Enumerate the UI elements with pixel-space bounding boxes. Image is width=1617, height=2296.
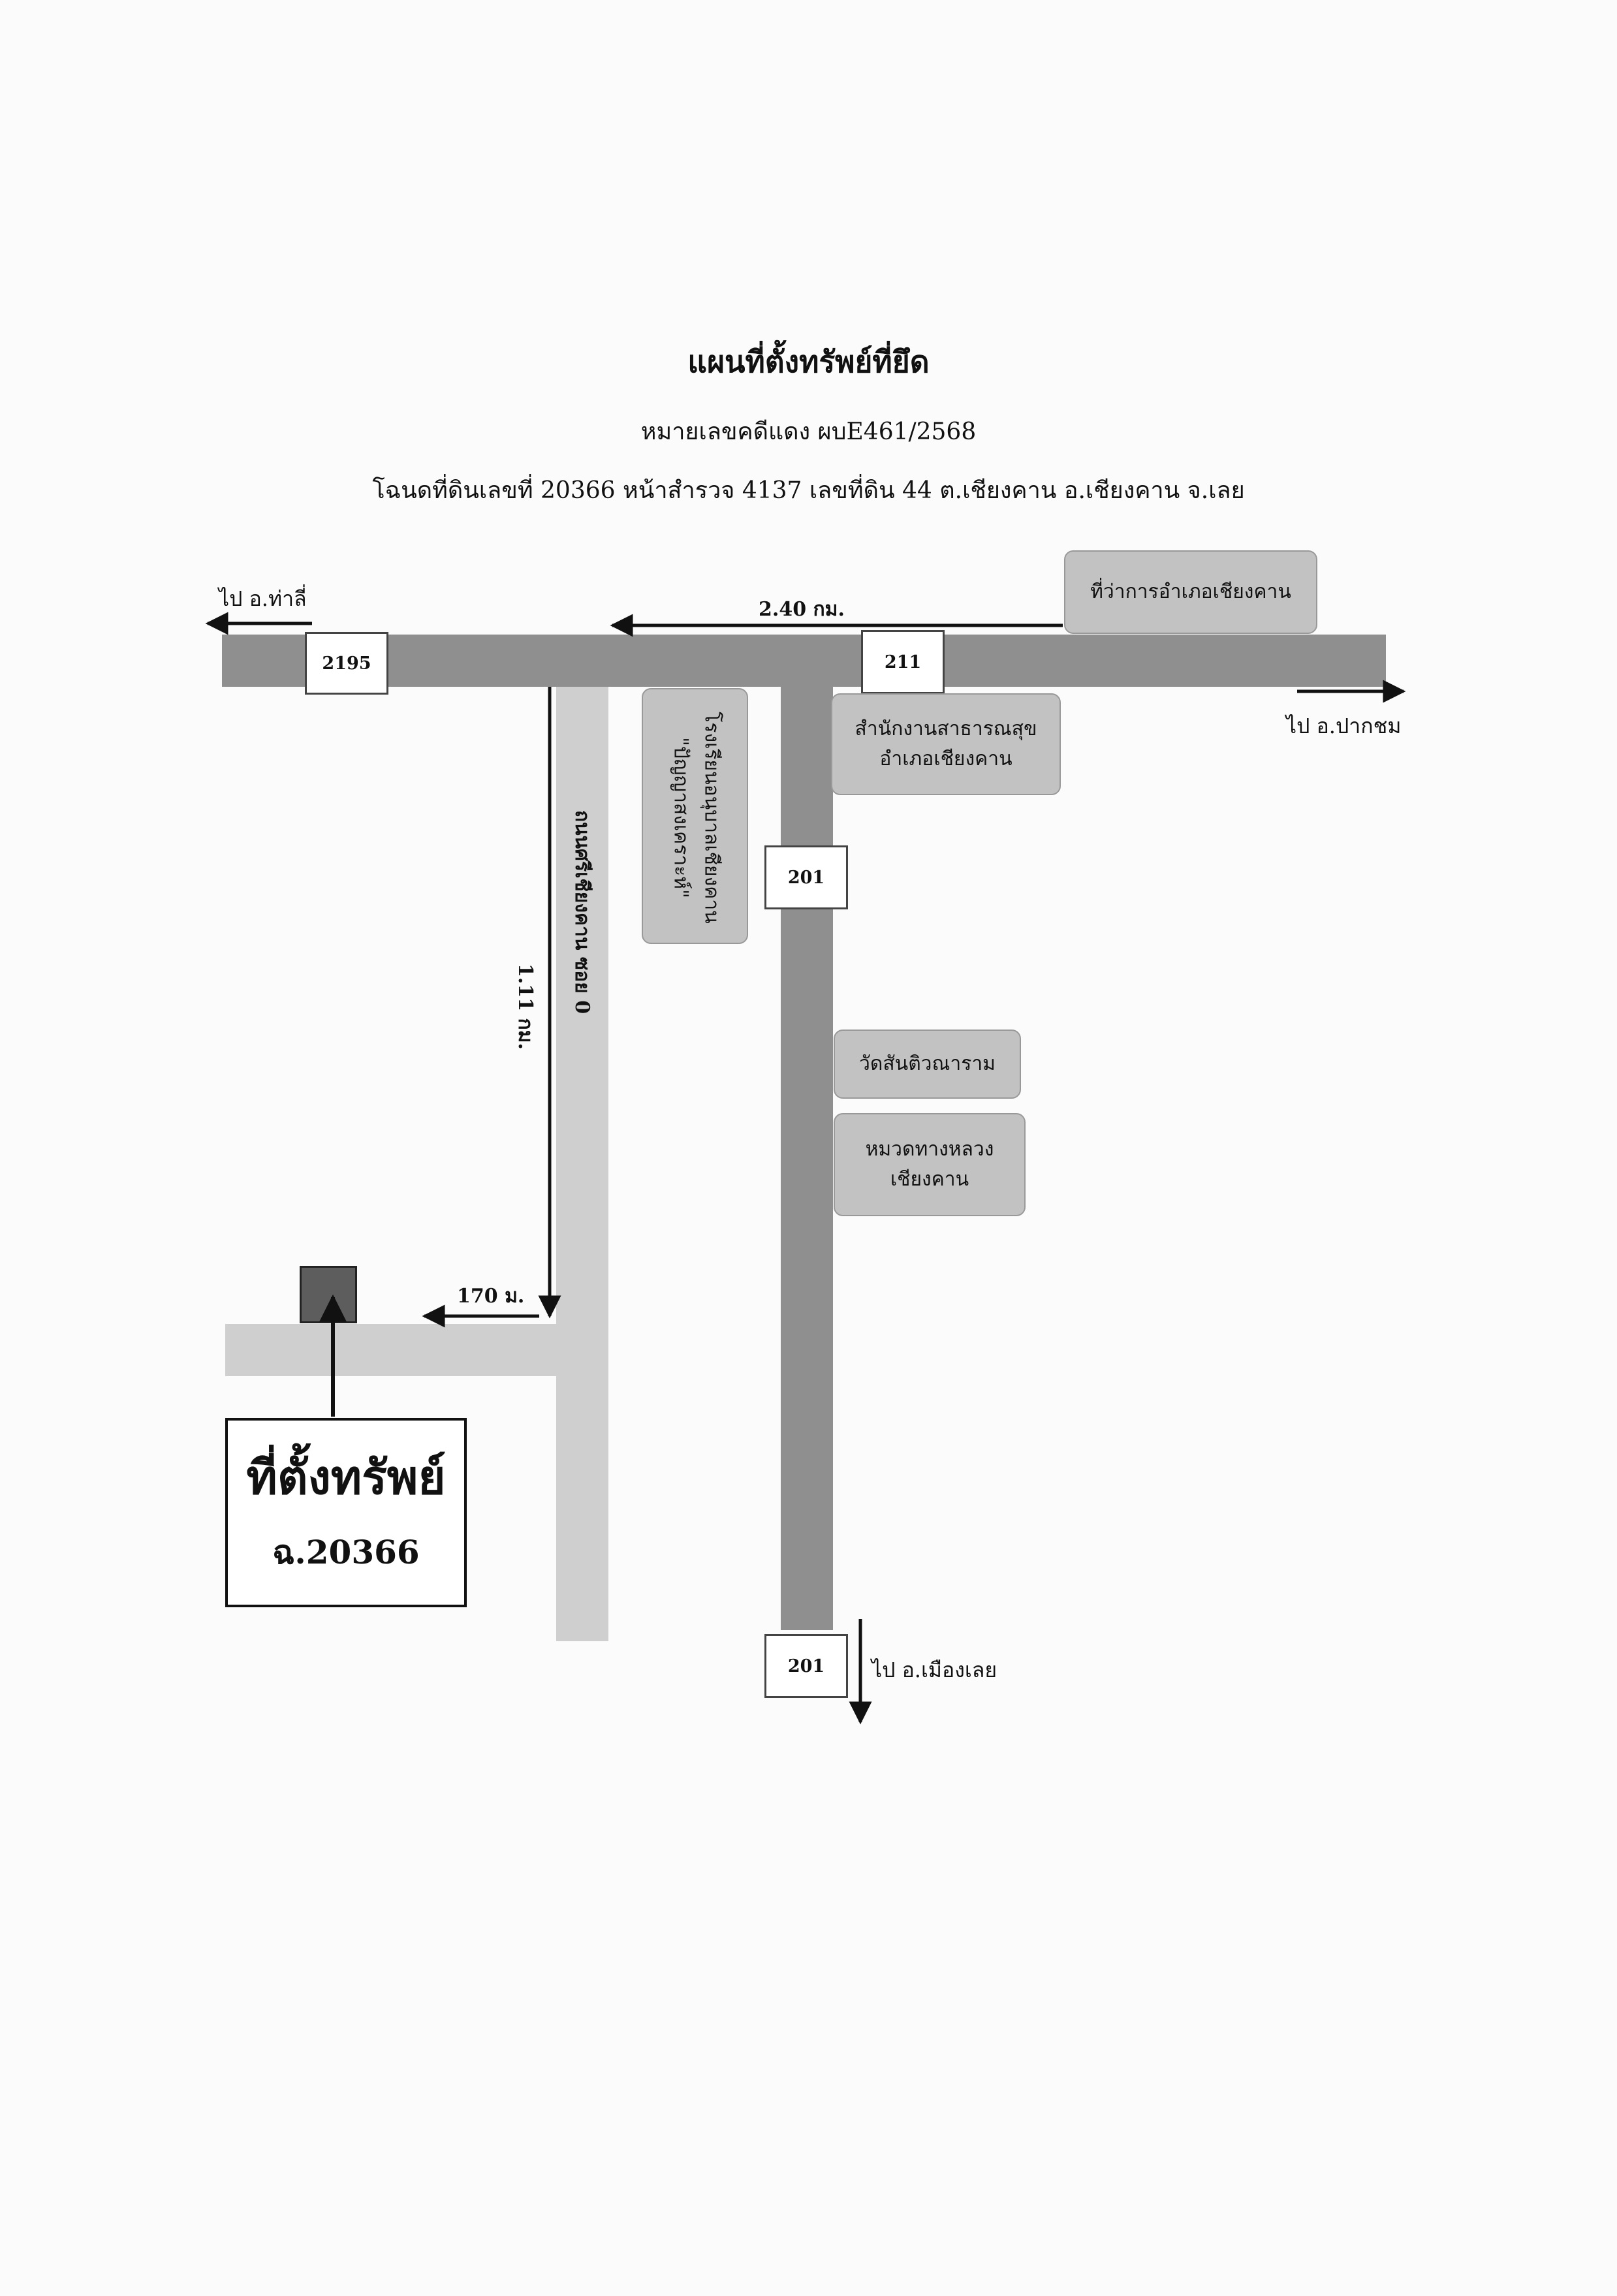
- road-number-201-lower: 201: [764, 1634, 848, 1698]
- health-office-label-line2: อำเภอเชียงคาน: [879, 747, 1013, 770]
- road-number-211: 211: [861, 630, 945, 694]
- highway-201-road: [781, 687, 833, 1630]
- direction-tha-li: ไป อ.ท่าลี่: [219, 586, 307, 611]
- lane-road-horizontal: [225, 1324, 608, 1376]
- temple-label: วัดสันติวณาราม: [859, 1052, 996, 1075]
- health-office-label-line1: สำนักงานสาธารณสุข: [855, 717, 1037, 740]
- district-office-label: ที่ว่าการอำเภอเชียงคาน: [1090, 580, 1291, 603]
- property-label-box: ที่ตั้งทรัพย์ ฉ.20366: [225, 1418, 467, 1607]
- landmark-highway-unit: หมวดทางหลวง เชียงคาน: [834, 1113, 1026, 1216]
- deed-info: โฉนดที่ดินเลขที่ 20366 หน้าสำรวจ 4137 เล…: [372, 477, 1245, 504]
- map-title: แผนที่ตั้งทรัพย์ที่ยึด: [687, 344, 930, 379]
- landmark-health-office: สำนักงานสาธารณสุข อำเภอเชียงคาน: [831, 693, 1061, 795]
- road-number-2195: 2195: [305, 632, 388, 695]
- main-road-horizontal: [222, 635, 1386, 687]
- direction-pak-chom: ไป อ.ปากชม: [1286, 714, 1402, 738]
- side-road-vertical: [556, 687, 608, 1641]
- property-deed-number: ฉ.20366: [272, 1533, 420, 1572]
- landmark-district-office: ที่ว่าการอำเภอเชียงคาน: [1064, 550, 1317, 634]
- road-number-201-upper: 201: [764, 845, 848, 909]
- landmark-school: โรงเรียนอนุบาลเชียงคาน "ปัญญาสงเคราะห์": [642, 688, 748, 944]
- case-number: หมายเลขคดีแดง ผบE461/2568: [640, 418, 977, 445]
- landmark-temple: วัดสันติวณาราม: [834, 1030, 1021, 1099]
- direction-mueang-loei: ไป อ.เมืองเลย: [871, 1658, 997, 1682]
- highway-unit-label-line2: เชียงคาน: [890, 1168, 969, 1191]
- property-title: ที่ตั้งทรัพย์: [246, 1449, 446, 1505]
- distance-lane: 170 ม.: [457, 1285, 525, 1308]
- highway-unit-label-line1: หมวดทางหลวง: [865, 1137, 994, 1161]
- distance-main-road: 2.40 กม.: [759, 598, 845, 621]
